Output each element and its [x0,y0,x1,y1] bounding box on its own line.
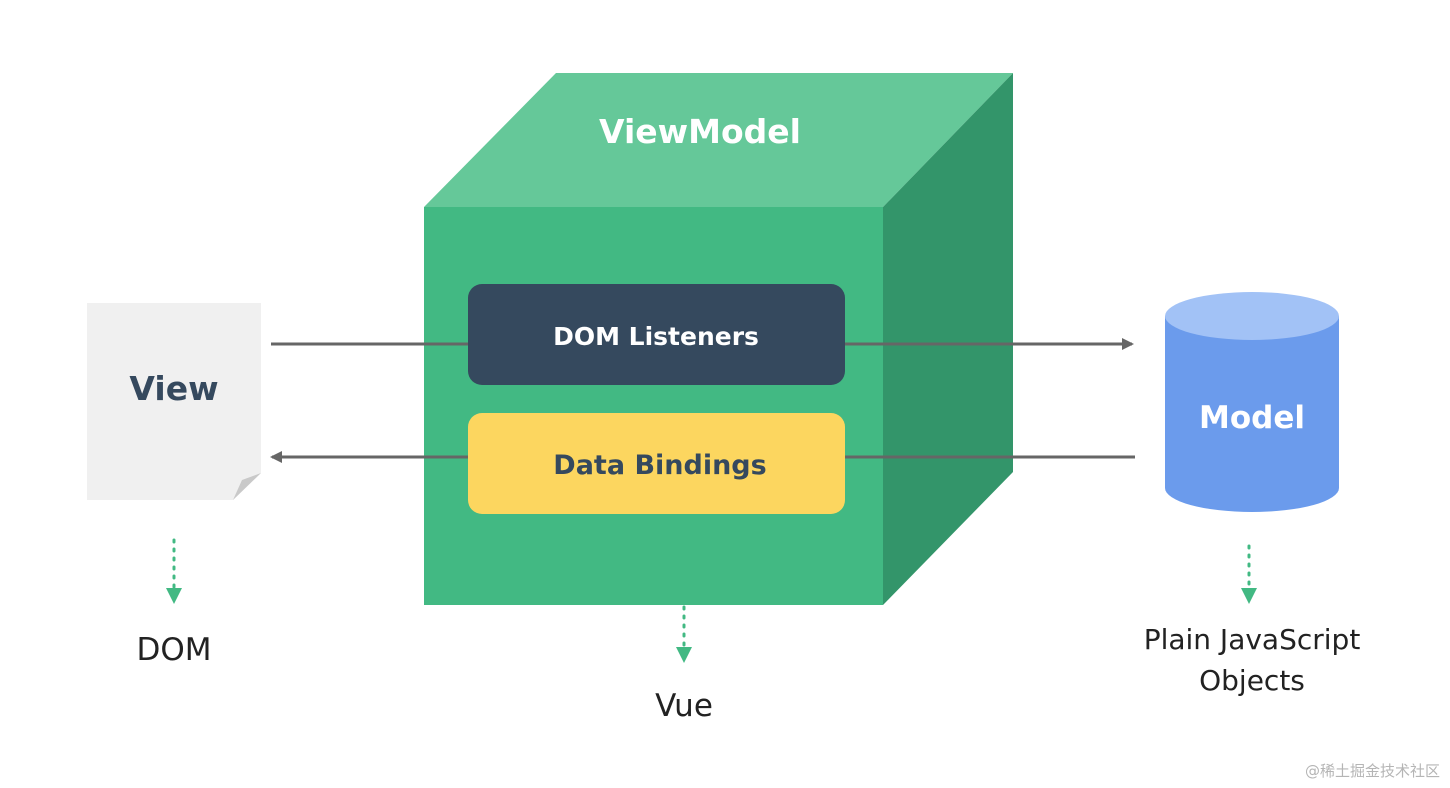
data-bindings-label: Data Bindings [553,450,766,481]
watermark-text: @稀土掘金技术社区 [1305,762,1440,780]
viewmodel-down-arrow [676,605,692,663]
vue-output-label: Vue [655,688,713,724]
view-label: View [129,369,218,408]
model-cylinder: Model [1165,292,1339,512]
model-label: Model [1199,400,1305,436]
cube-side-face [883,73,1013,605]
model-cylinder-top [1165,292,1339,340]
model-cylinder-body [1165,316,1339,512]
viewmodel-title: ViewModel [599,112,801,151]
plain-js-objects-label-line1: Plain JavaScript [1144,623,1361,656]
cube-front-face [424,207,883,605]
view-paper [87,303,261,500]
data-bindings-box: Data Bindings [468,413,845,514]
dom-listeners-label: DOM Listeners [553,322,759,351]
cube-top-face [424,73,1013,207]
dom-listeners-box: DOM Listeners [468,284,845,385]
view-down-arrow [166,538,182,604]
view-page-fold [233,473,261,500]
dom-output-label: DOM [136,632,211,668]
viewmodel-cube: ViewModel [424,73,1013,605]
model-down-arrow [1241,544,1257,604]
view-document: View [87,303,261,500]
plain-js-objects-label-line2: Objects [1199,664,1305,697]
